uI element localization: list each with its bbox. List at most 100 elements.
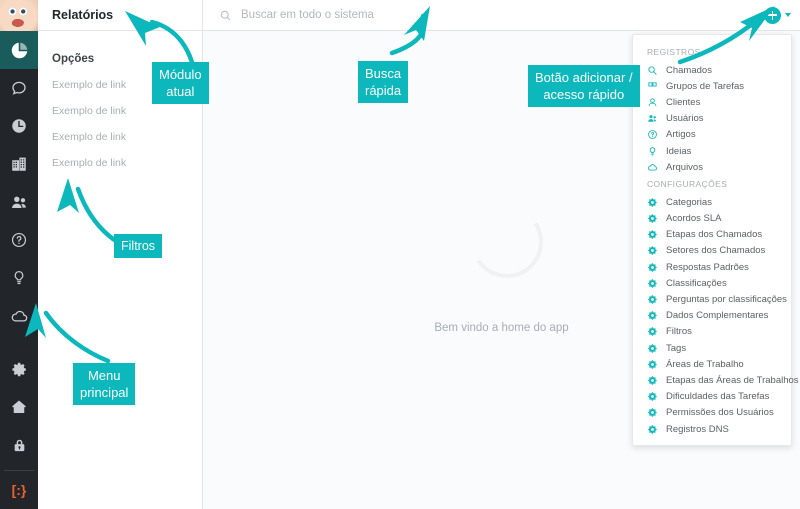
sidebar-link[interactable]: Exemplo de link: [52, 105, 127, 117]
dropdown-item-label: Tags: [666, 342, 687, 354]
sidebar-item-security[interactable]: [0, 426, 38, 464]
ticket-search-icon: [647, 65, 658, 76]
user-avatar[interactable]: [0, 0, 38, 31]
lightbulb-icon: [10, 269, 28, 287]
cloud-icon: [647, 162, 658, 173]
dropdown-item-chamados[interactable]: Chamados: [633, 62, 791, 78]
rail-bottom-list: [:}: [0, 350, 38, 509]
gear-icon: [647, 359, 658, 370]
dropdown-item-label: Artigos: [666, 129, 696, 141]
dropdown-item-label: Perguntas por classificações: [666, 294, 787, 306]
dropdown-item-label: Dados Complementares: [666, 310, 769, 322]
home-icon: [10, 398, 28, 416]
dropdown-item-tags[interactable]: Tags: [633, 340, 791, 356]
add-button[interactable]: [764, 6, 781, 24]
sidebar-link[interactable]: Exemplo de link: [52, 131, 127, 143]
dropdown-item-etapas-das-areas-de-trabalhos[interactable]: Etapas das Áreas de Trabalhos: [633, 372, 799, 388]
dropdown-item-classificacoes[interactable]: Classificações: [633, 275, 791, 291]
dropdown-item-label: Dificuldades das Tarefas: [666, 391, 770, 403]
task-group-icon: [647, 81, 658, 92]
dropdown-item-clientes[interactable]: Clientes: [633, 94, 791, 110]
sidebar-item-help[interactable]: [0, 221, 38, 259]
dropdown-item-perguntas-por-classificacoes[interactable]: Perguntas por classificações: [633, 291, 791, 307]
clock-icon: [10, 117, 28, 135]
dropdown-item-label: Etapas das Áreas de Trabalhos: [666, 374, 799, 386]
dropdown-item-label: Classificações: [666, 277, 727, 289]
dropdown-item-label: Chamados: [666, 64, 712, 76]
dropdown-item-label: Ideias: [666, 145, 692, 157]
brand-logo[interactable]: [:}: [0, 471, 38, 509]
rail-icon-list: [0, 31, 38, 335]
dropdown-item-categorias[interactable]: Categorias: [633, 194, 791, 210]
gear-icon: [647, 197, 658, 208]
gear-icon: [647, 391, 658, 402]
sidebar-item-time[interactable]: [0, 107, 38, 145]
dropdown-item-label: Grupos de Tarefas: [666, 80, 744, 92]
question-circle-icon: [647, 129, 658, 140]
sidebar-item-cloud[interactable]: [0, 297, 38, 335]
dropdown-item-permissoes-dos-usuarios[interactable]: Permissões dos Usuários: [633, 405, 791, 421]
sidebar-link[interactable]: Exemplo de link: [52, 79, 127, 91]
dropdown-item-setores-dos-chamados[interactable]: Setores dos Chamados: [633, 243, 791, 259]
sidebar-item-settings[interactable]: [0, 350, 38, 388]
gear-icon: [647, 278, 658, 289]
dropdown-item-acordos-sla[interactable]: Acordos SLA: [633, 211, 791, 227]
options-section-label: Opções: [52, 53, 95, 65]
gear-icon: [647, 424, 658, 435]
dropdown-item-label: Registros DNS: [666, 423, 729, 435]
dropdown-item-label: Arquivos: [666, 161, 703, 173]
brand-logo-text: [:}: [11, 482, 27, 498]
gear-icon: [647, 343, 658, 354]
dropdown-group-label: CONFIGURAÇÕES: [647, 179, 728, 190]
dropdown-item-artigos[interactable]: Artigos: [633, 127, 791, 143]
sidebar-item-dashboard[interactable]: [0, 31, 38, 69]
dropdown-item-label: Usuários: [666, 113, 704, 125]
sidebar-item-chat[interactable]: [0, 69, 38, 107]
dropdown-item-usuarios[interactable]: Usuários: [633, 111, 791, 127]
dropdown-item-respostas-padroes[interactable]: Respostas Padrões: [633, 259, 791, 275]
dropdown-item-label: Respostas Padrões: [666, 261, 749, 273]
sidebar-item-home[interactable]: [0, 388, 38, 426]
question-circle-icon: [10, 231, 28, 249]
dropdown-item-label: Clientes: [666, 96, 701, 108]
page-title: Relatórios: [52, 8, 114, 22]
sidebar-item-company[interactable]: [0, 145, 38, 183]
dropdown-item-label: Categorias: [666, 196, 712, 208]
dropdown-item-dificuldades-das-tarefas[interactable]: Dificuldades das Tarefas: [633, 389, 791, 405]
building-icon: [10, 155, 28, 173]
rail-divider: [4, 470, 34, 471]
top-bar: [203, 0, 800, 31]
lightbulb-icon: [647, 146, 658, 157]
main-menu-rail: [:}: [0, 0, 38, 509]
dropdown-item-registros-dns[interactable]: Registros DNS: [633, 421, 791, 437]
dropdown-item-ideias[interactable]: Ideias: [633, 143, 791, 159]
dropdown-item-dados-complementares[interactable]: Dados Complementares: [633, 308, 791, 324]
gear-icon: [647, 294, 658, 305]
dropdown-item-filtros[interactable]: Filtros: [633, 324, 791, 340]
search-icon: [219, 9, 232, 22]
dropdown-item-areas-de-trabalho[interactable]: Áreas de Trabalho: [633, 356, 791, 372]
dropdown-item-grupos-de-tarefas[interactable]: Grupos de Tarefas: [633, 78, 791, 94]
dropdown-item-arquivos[interactable]: Arquivos: [633, 159, 791, 175]
sidebar-link[interactable]: Exemplo de link: [52, 157, 127, 169]
sidebar-item-users[interactable]: [0, 183, 38, 221]
dropdown-item-etapas-dos-chamados[interactable]: Etapas dos Chamados: [633, 227, 791, 243]
lock-icon: [11, 437, 28, 454]
dropdown-item-label: Permissões dos Usuários: [666, 407, 774, 419]
chat-bubble-icon: [10, 79, 28, 97]
client-icon: [647, 97, 658, 108]
module-sidebar-header: Relatórios: [38, 0, 202, 31]
chevron-down-icon[interactable]: [785, 13, 791, 17]
search-input[interactable]: [241, 9, 581, 21]
dropdown-item-label: Filtros: [666, 326, 692, 338]
dropdown-item-label: Acordos SLA: [666, 213, 722, 225]
gear-icon: [647, 310, 658, 321]
dropdown-item-label: Setores dos Chamados: [666, 245, 766, 257]
gear-icon: [647, 375, 658, 386]
module-sidebar: Relatórios Opções Exemplo de link Exempl…: [38, 0, 203, 509]
gear-icon: [647, 407, 658, 418]
sidebar-item-ideas[interactable]: [0, 259, 38, 297]
cloud-icon: [10, 307, 29, 326]
avatar-photo: [0, 0, 38, 31]
